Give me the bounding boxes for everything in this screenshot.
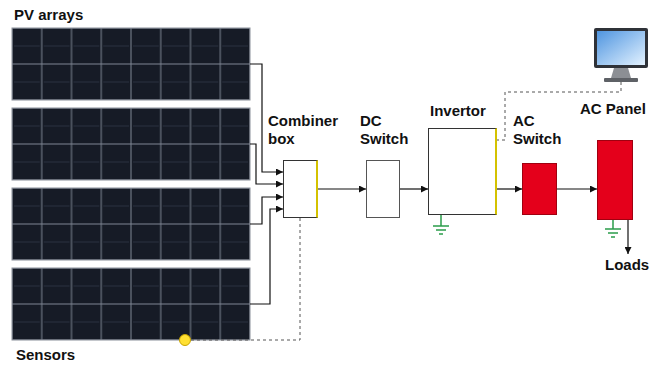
- solar-panel: [12, 188, 250, 260]
- solar-panel: [12, 268, 250, 340]
- combiner-box: Combiner box: [266, 112, 348, 218]
- ac-panel: AC Panel: [580, 100, 646, 220]
- solar-panel: [12, 108, 250, 180]
- ac-switch: AC Switch: [513, 112, 569, 215]
- sensor: Sensors: [12, 330, 191, 364]
- computer-monitor: [594, 28, 648, 82]
- node-label: AC Switch: [513, 112, 569, 148]
- inverter: Invertor: [428, 102, 497, 215]
- dc-switch: DC Switch: [358, 112, 416, 218]
- wire: [497, 188, 522, 189]
- node-label: Invertor: [430, 102, 486, 120]
- wire: [400, 188, 428, 189]
- wire: [250, 144, 283, 184]
- wire: [250, 209, 283, 304]
- combiner-box-shape: [283, 160, 318, 218]
- node-label: Loads: [605, 256, 649, 274]
- ac-panel-shape: [597, 140, 633, 220]
- pv-array-group: PV arrays: [10, 4, 250, 340]
- sensor-link: [191, 218, 300, 340]
- ac-switch-shape: [522, 163, 557, 215]
- node-label: PV arrays: [14, 6, 83, 24]
- dc-switch-shape: [366, 160, 400, 218]
- node-label: Sensors: [16, 346, 75, 364]
- ground-symbol: [605, 220, 621, 237]
- inverter-shape: [428, 128, 497, 215]
- ground-symbol: [433, 215, 449, 234]
- node-label: DC Switch: [360, 112, 416, 148]
- wire: [557, 188, 597, 189]
- wire: [627, 220, 628, 254]
- wire: [318, 188, 366, 189]
- solar-panel: [12, 28, 250, 100]
- wire: [250, 197, 283, 224]
- sensor-shape: [179, 334, 191, 346]
- node-label: Combiner box: [268, 112, 348, 148]
- loads-label: Loads: [605, 256, 650, 274]
- node-label: AC Panel: [580, 100, 646, 118]
